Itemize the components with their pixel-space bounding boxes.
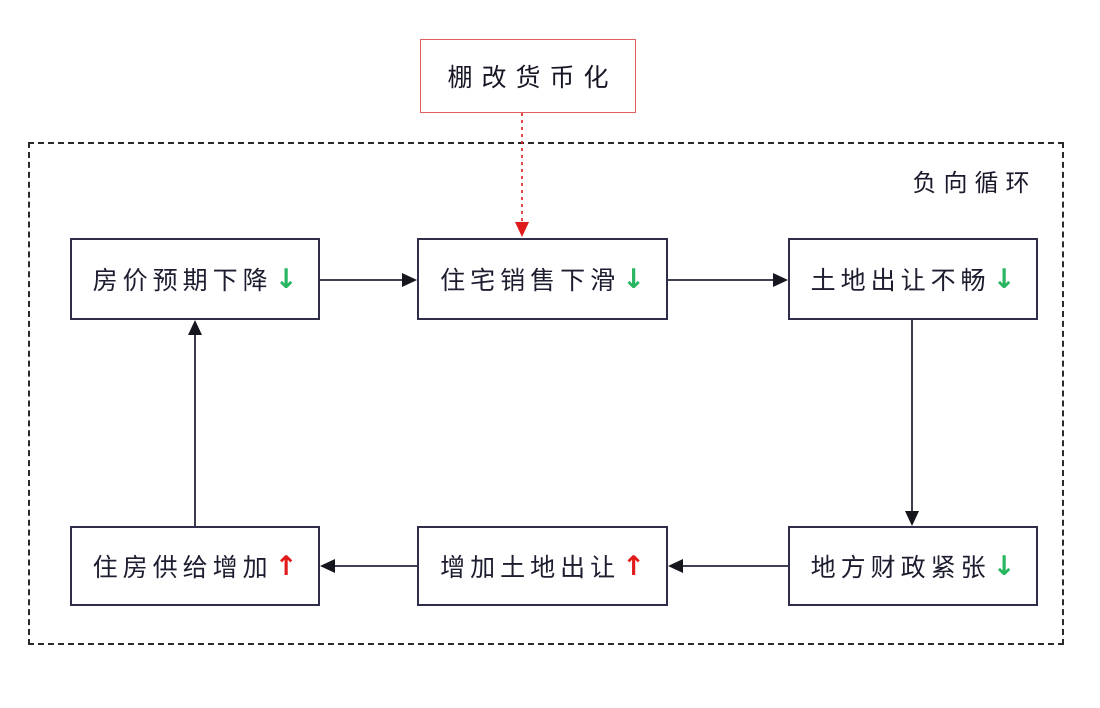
trend-down-icon: ↓	[622, 263, 645, 295]
trend-up-icon: ↑	[274, 550, 298, 582]
trigger-box-monetization: 棚改货币化	[420, 39, 636, 113]
node-housing-sales-decline: 住宅销售下滑 ↓	[417, 238, 668, 320]
trend-down-icon: ↓	[992, 263, 1016, 295]
negative-cycle-label: 负向循环	[912, 168, 1037, 197]
node-price-expectation-decline: 房价预期下降 ↓	[70, 238, 320, 320]
node-label: 地方财政紧张	[810, 553, 991, 582]
node-label: 房价预期下降	[92, 266, 273, 295]
node-label: 住宅销售下滑	[440, 266, 621, 295]
trend-up-icon: ↑	[622, 550, 645, 582]
node-land-transfer-blocked: 土地出让不畅 ↓	[788, 238, 1038, 320]
trigger-label: 棚改货币化	[447, 63, 618, 92]
node-label: 增加土地出让	[440, 553, 621, 582]
trend-down-icon: ↓	[992, 550, 1016, 582]
node-local-finance-strained: 地方财政紧张 ↓	[788, 526, 1038, 606]
trend-down-icon: ↓	[274, 263, 298, 295]
negative-cycle-frame	[28, 142, 1064, 645]
node-label: 住房供给增加	[92, 553, 273, 582]
node-housing-supply-increase: 住房供给增加 ↑	[70, 526, 320, 606]
node-increase-land-transfer: 增加土地出让 ↑	[417, 526, 668, 606]
node-label: 土地出让不畅	[810, 266, 991, 295]
